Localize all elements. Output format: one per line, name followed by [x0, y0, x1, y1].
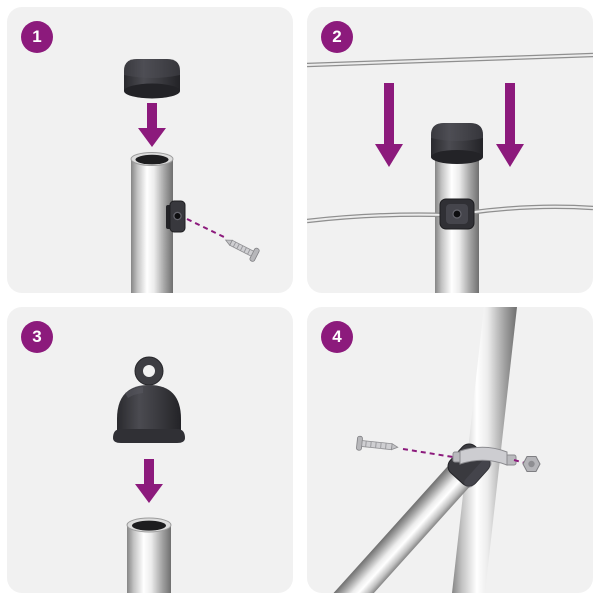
- arrow-down-icon: [496, 83, 524, 167]
- wire-clamp: [439, 198, 475, 230]
- dashed-guide-line: [186, 218, 225, 238]
- step-number: 3: [32, 327, 42, 346]
- line-wire: [307, 204, 593, 224]
- hex-bolt: [522, 456, 541, 472]
- pole-top-open: [126, 517, 172, 593]
- wire-clamp: [166, 200, 186, 233]
- step-number-badge: 4: [321, 321, 353, 353]
- step-1-illustration: [124, 59, 260, 293]
- screw: [224, 239, 260, 262]
- step-number: 1: [32, 27, 42, 46]
- step-number-badge: 3: [21, 321, 53, 353]
- step-panel-1: 1: [7, 7, 293, 293]
- post-cap: [124, 59, 180, 99]
- eyelet-cap: [113, 356, 185, 443]
- step-4-illustration: [322, 307, 541, 593]
- step-number: 2: [332, 27, 342, 46]
- step-3-illustration: [113, 356, 185, 593]
- screw: [356, 435, 399, 451]
- arrow-down-icon: [138, 103, 166, 147]
- top-wire: [307, 52, 593, 68]
- arrow-down-icon: [135, 459, 163, 503]
- step-number-badge: 2: [321, 21, 353, 53]
- step-2-illustration: [307, 52, 593, 293]
- dashed-guide-line: [513, 459, 526, 464]
- step-panel-3: 3: [7, 307, 293, 593]
- step-number-badge: 1: [21, 21, 53, 53]
- step-panel-2: 2: [307, 7, 593, 293]
- pole-clamp: [452, 446, 517, 466]
- step-number: 4: [332, 327, 342, 346]
- step-panel-4: 4: [307, 307, 593, 593]
- arrow-down-icon: [375, 83, 403, 167]
- dashed-guide-line: [402, 448, 454, 458]
- post-cap: [431, 123, 483, 164]
